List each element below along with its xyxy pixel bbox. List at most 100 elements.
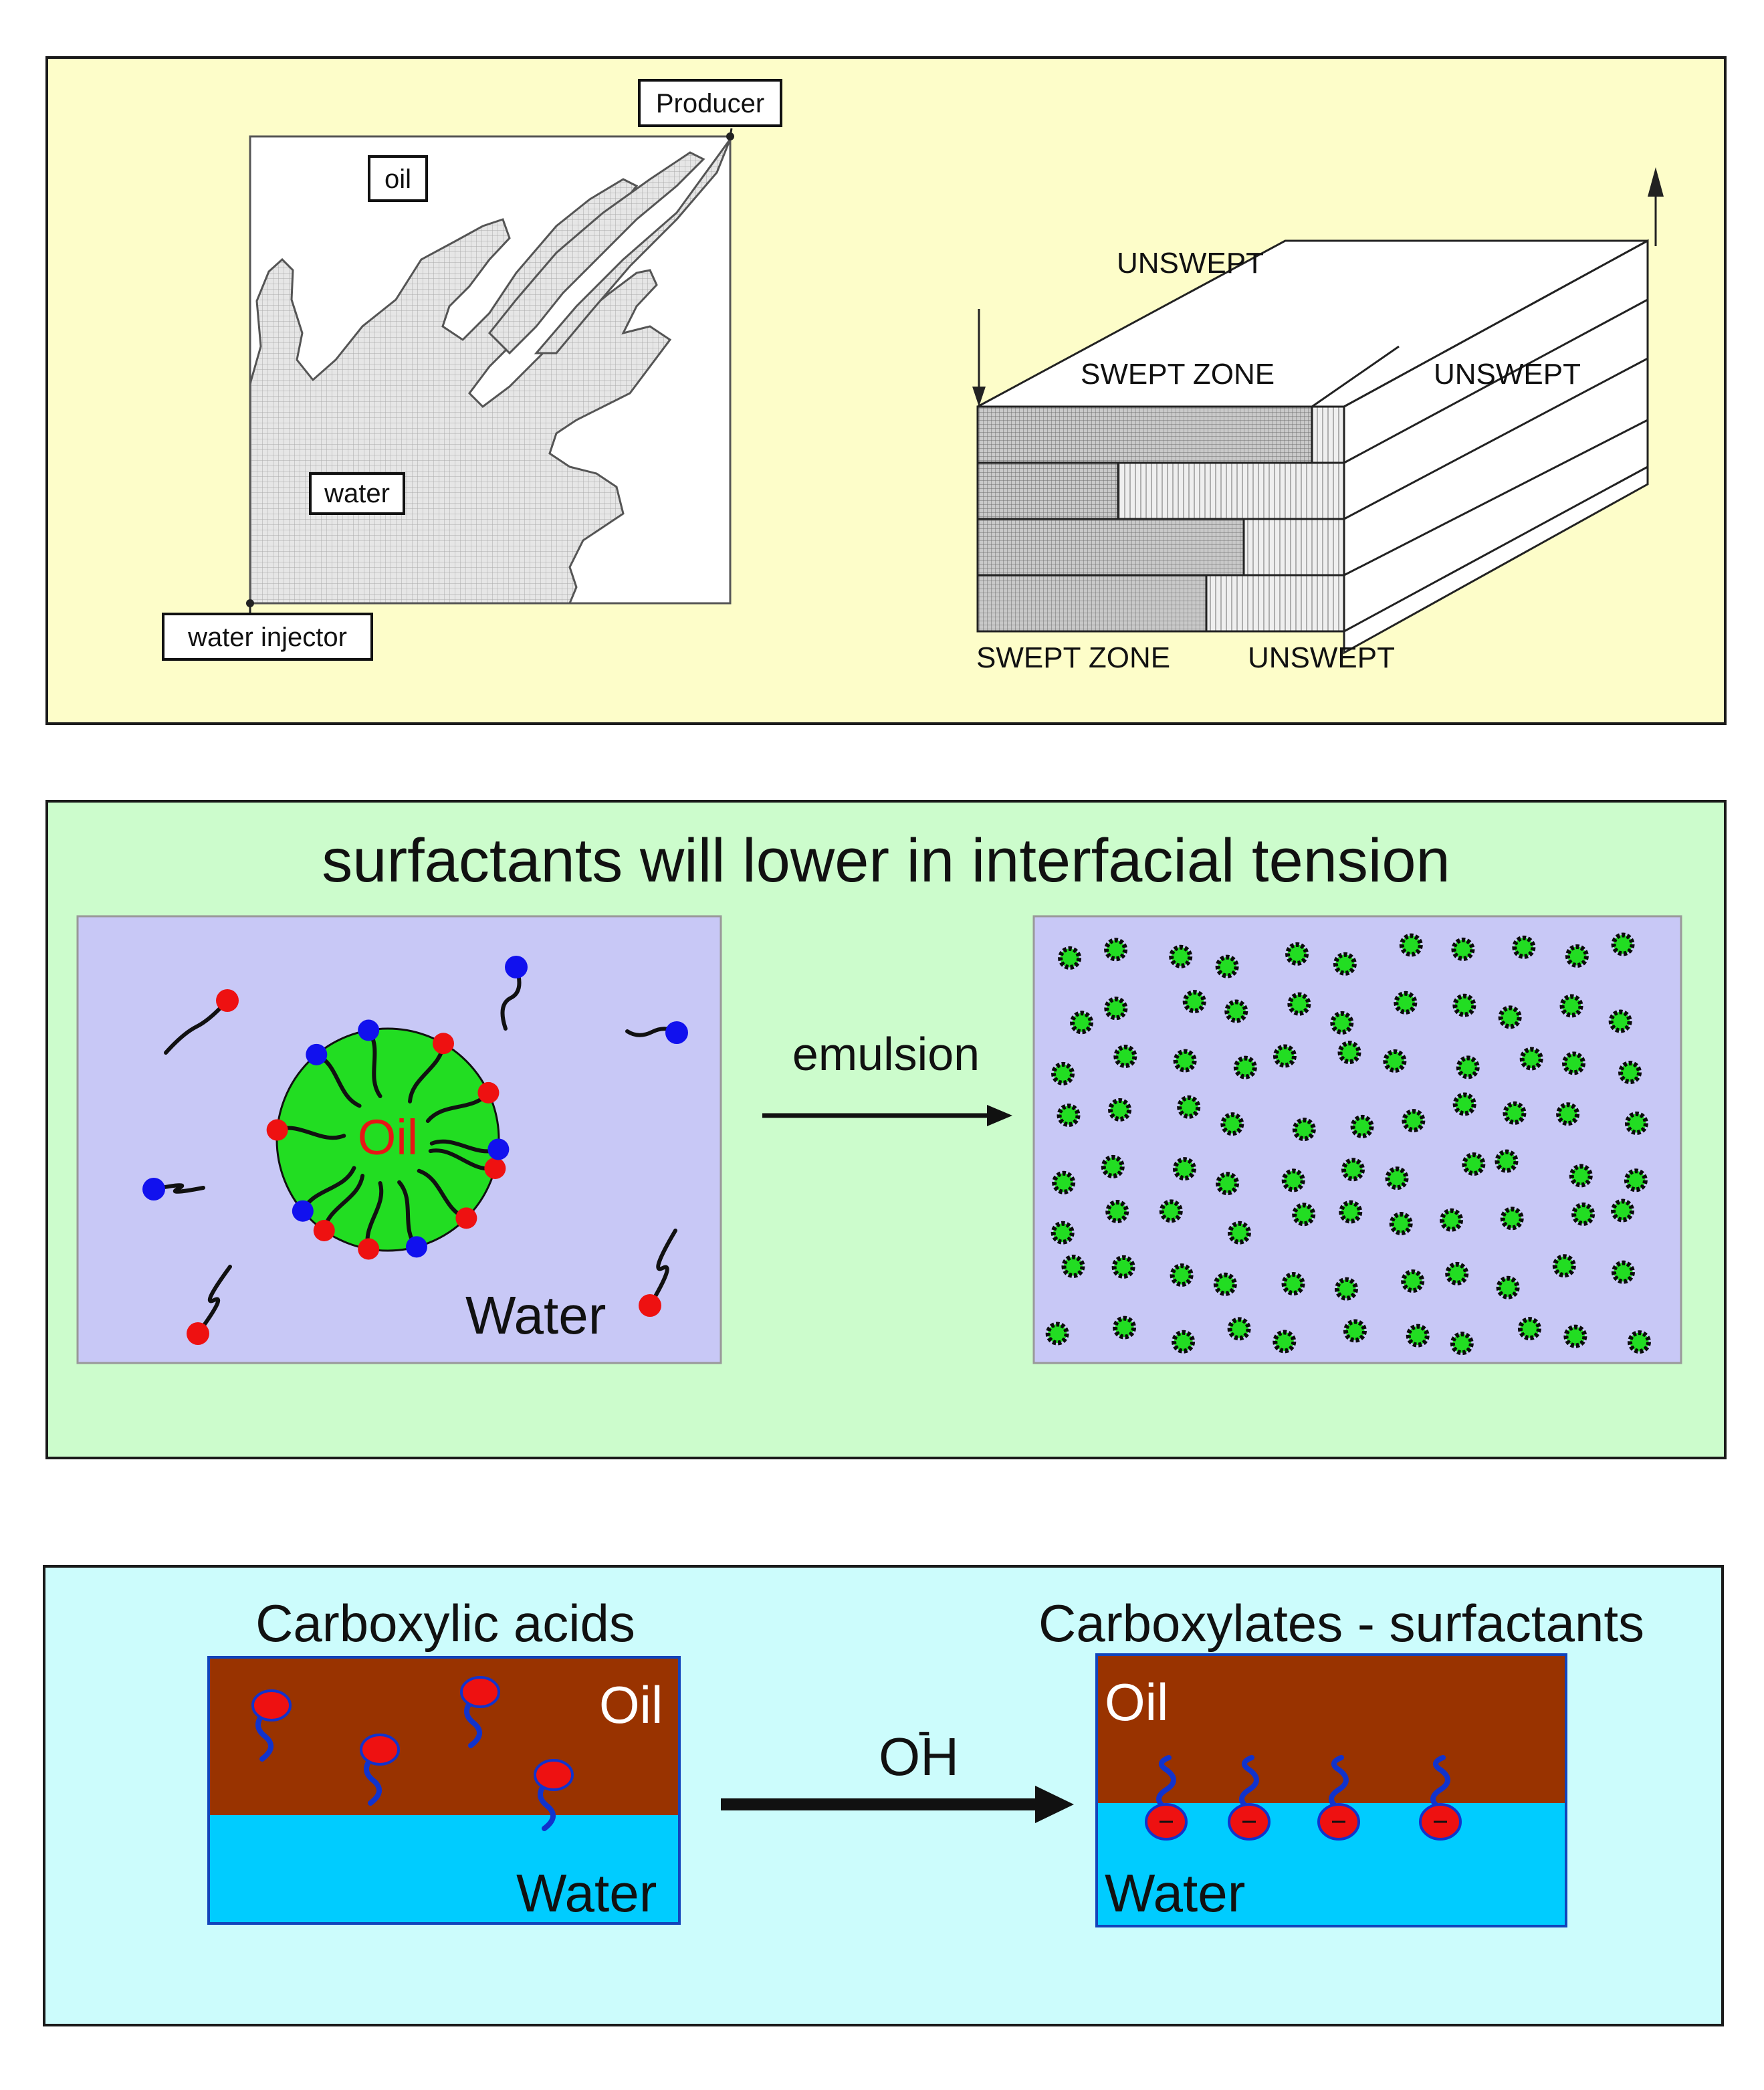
carboxylate-tail (1430, 1755, 1450, 1811)
emulsion-droplet (1045, 1322, 1069, 1346)
emulsion-droplet (1519, 1047, 1543, 1071)
surfactant-head (405, 1236, 427, 1258)
free-surfactants (142, 956, 688, 1345)
emulsion-droplet (1070, 1011, 1094, 1035)
surfactant-head (292, 1200, 314, 1222)
emulsion-droplet (1385, 1166, 1409, 1190)
emulsion-droplet (1498, 1005, 1522, 1029)
swept-zone-bottom-label: SWEPT ZONE (976, 641, 1170, 674)
acid-tail (364, 1754, 382, 1806)
emulsion-droplet (1061, 1254, 1085, 1278)
emulsion-droplet (1496, 1275, 1520, 1299)
emulsion-droplet (1104, 938, 1128, 962)
free-surfactant-head (639, 1294, 661, 1317)
emulsion-droplet (1292, 1203, 1316, 1227)
injector-label: water injector (187, 623, 347, 652)
water-finger-upper (487, 151, 705, 355)
carboxylate-tail (1156, 1755, 1176, 1811)
emulsion-label: emulsion (792, 1028, 980, 1080)
emulsion-droplet (1611, 1260, 1635, 1284)
reagent-charge: - (917, 1708, 931, 1753)
acid-tail (255, 1709, 273, 1762)
emulsion-droplet (1512, 935, 1536, 959)
acid-tail (538, 1779, 556, 1831)
left-oil-layer (209, 1657, 679, 1815)
swept-zone-top-label: SWEPT ZONE (1081, 358, 1275, 391)
acid-head (460, 1676, 500, 1708)
water-finger-thin (534, 138, 732, 354)
emulsion-droplet (1104, 997, 1128, 1021)
emulsion-droplet (1500, 1207, 1524, 1231)
surfactant-head (433, 1033, 454, 1055)
emulsion-droplet (1402, 1109, 1426, 1133)
left-box-frame (207, 1656, 681, 1925)
surfactant-head (484, 1157, 506, 1179)
emulsion-droplet (1051, 1221, 1075, 1245)
surfactant-head (455, 1207, 477, 1229)
carboxylic-acids-title: Carboxylic acids (255, 1594, 635, 1653)
right-box-frame (1095, 1653, 1567, 1927)
surfactant-head (358, 1238, 380, 1260)
acid-tail (464, 1696, 482, 1748)
left-water-label: Water (516, 1863, 657, 1923)
producer-label-box (638, 79, 782, 127)
free-surfactant-tail (196, 1265, 232, 1336)
emulsion-droplet (1216, 1172, 1240, 1196)
free-surfactant-head (216, 989, 239, 1012)
emulsion-droplet (1287, 992, 1311, 1016)
free-surfactant-head (505, 956, 528, 978)
micelle-water-label: Water (465, 1285, 606, 1345)
emulsion-droplet (1292, 1118, 1316, 1142)
injector-label-box (162, 613, 373, 661)
layer1-swept (976, 405, 1313, 464)
left-water-layer (209, 1815, 679, 1923)
emulsion-droplet (1333, 952, 1357, 976)
unswept-bottom-label: UNSWEPT (1248, 641, 1395, 674)
layer2-swept (976, 461, 1119, 520)
emulsion-droplet (1213, 1272, 1237, 1296)
emulsion-droplet (1618, 1061, 1642, 1085)
emulsion-droplet (1177, 1095, 1201, 1119)
emulsion-droplet (1173, 1049, 1197, 1073)
free-surfactant-tail (648, 1229, 677, 1308)
block-right-strata-1 (1343, 298, 1648, 464)
free-surfactant-tail (164, 999, 229, 1055)
emulsion-droplet (1108, 1098, 1132, 1122)
emulsion-droplet (1556, 1102, 1580, 1126)
water-label: water (324, 479, 390, 508)
surfactant-head (266, 1119, 288, 1141)
unswept-right-label: UNSWEPT (1434, 358, 1581, 391)
surfactant-head (313, 1219, 335, 1241)
emulsion-box (1032, 915, 1682, 1364)
emulsion-droplet (1451, 937, 1475, 961)
emulsion-droplet (1101, 1154, 1125, 1178)
emulsion-droplet (1450, 1332, 1474, 1356)
emulsion-droplet (1281, 1168, 1305, 1192)
emulsion-droplet (1335, 1277, 1359, 1301)
layer4-swept (976, 574, 1208, 633)
emulsion-droplet (1608, 1009, 1632, 1033)
emulsion-arrowhead (987, 1105, 1012, 1126)
production-arrowhead (1648, 167, 1664, 197)
emulsion-droplet (1215, 954, 1239, 978)
emulsion-droplet (1337, 1041, 1361, 1065)
right-water-label: Water (1105, 1863, 1245, 1923)
emulsion-droplet (1113, 1316, 1137, 1340)
emulsion-droplet (1052, 1170, 1076, 1194)
surfactant-head (477, 1081, 500, 1104)
emulsion-droplet (1389, 1212, 1413, 1236)
emulsion-droplet (1233, 1055, 1257, 1079)
emulsion-droplet (1383, 1049, 1407, 1073)
panel2-title: surfactants will lower in interfacial te… (322, 827, 1450, 895)
emulsion-droplet (1159, 1199, 1183, 1223)
emulsion-droplet (1172, 1330, 1196, 1354)
acid-head (360, 1734, 400, 1766)
carboxylate-diagram: Carboxylic acids Carboxylates - surfacta… (45, 1568, 1721, 2024)
layer1-unswept (1311, 405, 1345, 464)
emulsion-droplet (1571, 1202, 1595, 1226)
surfactant-emulsion-diagram: surfactants will lower in interfacial te… (48, 803, 1724, 1457)
emulsion-droplet (1495, 1149, 1519, 1173)
acid-head (534, 1759, 574, 1791)
block-right-strata-2 (1343, 357, 1648, 520)
emulsion-droplet (1057, 1104, 1081, 1128)
